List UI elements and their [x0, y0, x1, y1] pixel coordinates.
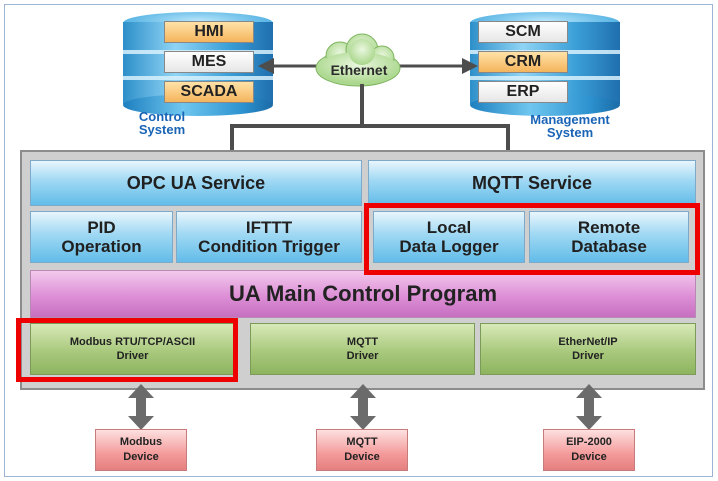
ethernet-label: Ethernet: [330, 62, 388, 78]
mqtt-service-label: MQTT Service: [471, 172, 593, 193]
control-item-mes: MES: [164, 51, 254, 73]
modbus-device-label: Modbus Device: [119, 436, 163, 463]
management-system-title: Management System: [530, 112, 610, 140]
ifttt-label: IFTTT Condition Trigger: [198, 218, 340, 256]
diagram-frame: [4, 4, 713, 477]
control-item-hmi: HMI: [164, 21, 254, 43]
management-item-crm: CRM: [478, 51, 568, 73]
highlight-modbus-driver: [16, 318, 238, 382]
pid-operation: PID Operation: [30, 211, 173, 263]
control-item-scada: SCADA: [164, 81, 254, 103]
eip-2000-device: EIP-2000 Device: [543, 429, 635, 471]
local-data-logger: Local Data Logger: [373, 211, 525, 263]
ethernet-ip-driver: EtherNet/IP Driver: [480, 323, 696, 375]
remote-database-label: Remote Database: [571, 218, 647, 256]
main-program-label: UA Main Control Program: [228, 281, 498, 306]
ifttt-condition-trigger: IFTTT Condition Trigger: [176, 211, 362, 263]
mqtt-service: MQTT Service: [368, 160, 696, 206]
opc-ua-service-label: OPC UA Service: [126, 172, 266, 193]
mqtt-driver: MQTT Driver: [250, 323, 475, 375]
local-data-logger-label: Local Data Logger: [399, 218, 499, 256]
opc-ua-service: OPC UA Service: [30, 160, 362, 206]
control-system-title: Control System: [138, 109, 186, 137]
mqtt-device: MQTT Device: [316, 429, 408, 471]
mqtt-driver-label: MQTT Driver: [346, 336, 379, 362]
ethernet-ip-driver-label: EtherNet/IP Driver: [558, 336, 618, 362]
pid-operation-label: PID Operation: [61, 218, 142, 256]
modbus-device: Modbus Device: [95, 429, 187, 471]
management-item-erp: ERP: [478, 81, 568, 103]
modbus-driver-label: Modbus RTU/TCP/ASCII Driver: [69, 336, 196, 362]
management-item-scm: SCM: [478, 21, 568, 43]
eip-2000-device-label: EIP-2000 Device: [566, 436, 612, 463]
mqtt-device-label: MQTT Device: [344, 436, 380, 463]
ua-main-control-program: UA Main Control Program: [30, 270, 696, 318]
highlight-data-logger-database: [364, 203, 700, 275]
modbus-driver: Modbus RTU/TCP/ASCII Driver: [30, 323, 235, 375]
remote-database: Remote Database: [529, 211, 689, 263]
